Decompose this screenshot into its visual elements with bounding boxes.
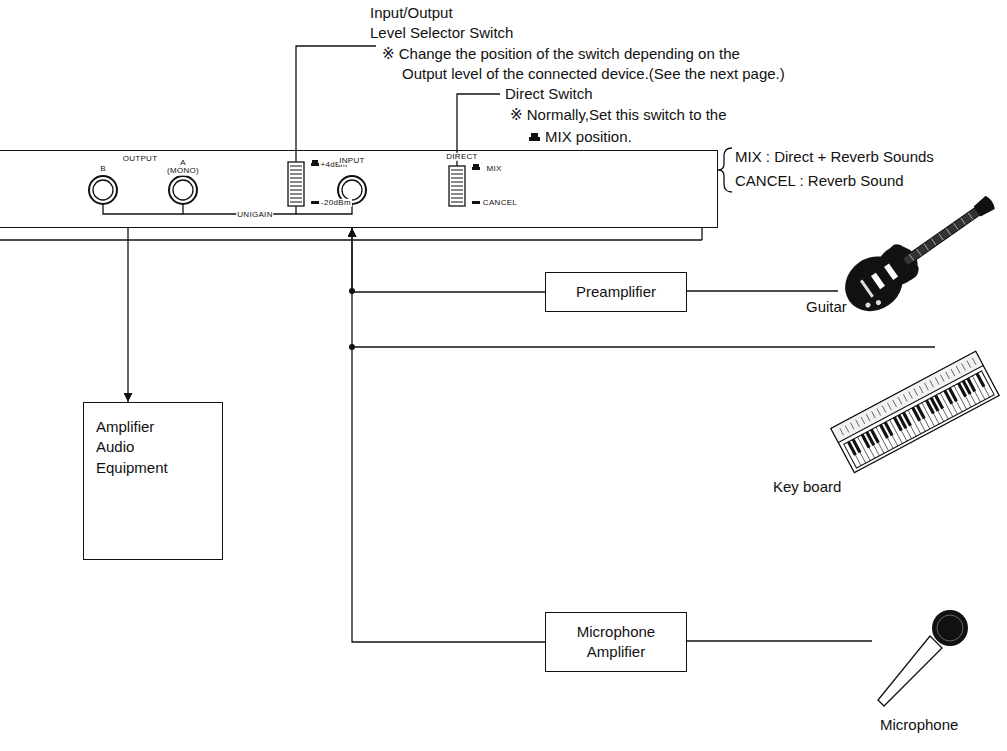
signal-line bbox=[352, 346, 935, 347]
callout-text: ※ Change the position of the switch depe… bbox=[382, 45, 740, 63]
panel-marking: A (MONO) bbox=[165, 159, 201, 176]
callout-text: Input/Output bbox=[370, 4, 453, 22]
callout-text: Output level of the connected device.(Se… bbox=[402, 65, 785, 83]
callout-text: MIX : Direct + Reverb Sounds bbox=[735, 148, 934, 166]
callout-text: CANCEL : Reverb Sound bbox=[735, 172, 904, 190]
instrument-label: Microphone bbox=[880, 716, 958, 734]
callout-text: Level Selector Switch bbox=[370, 24, 513, 42]
instrument-label: Guitar bbox=[806, 298, 847, 316]
switch-symbols bbox=[311, 133, 540, 350]
switch-symbol bbox=[473, 164, 479, 167]
signal-connector bbox=[352, 228, 545, 292]
panel-marking: MIX bbox=[485, 165, 502, 173]
unigain-bracket bbox=[103, 204, 352, 214]
switch-symbol bbox=[312, 160, 318, 163]
panel-marking: -20dBm bbox=[320, 199, 352, 207]
switch-symbol bbox=[531, 133, 538, 137]
switch-symbol bbox=[529, 137, 540, 141]
signal-connector bbox=[127, 228, 128, 402]
device-box: Preamplifier bbox=[545, 272, 687, 312]
callout-text: MIX position. bbox=[545, 128, 632, 146]
jack bbox=[342, 180, 362, 200]
jack bbox=[169, 176, 197, 204]
unigain-bracket bbox=[182, 204, 183, 214]
switch-ridges bbox=[290, 166, 463, 202]
box-label: Amplifier Audio Equipment bbox=[96, 417, 186, 478]
jack bbox=[93, 180, 113, 200]
slide-switch bbox=[288, 162, 304, 206]
signal-line bbox=[687, 290, 838, 291]
switch-symbol bbox=[311, 201, 319, 204]
guitar-drawing bbox=[834, 180, 1006, 322]
jack bbox=[173, 180, 193, 200]
leader-line bbox=[296, 46, 376, 162]
box-label: Preamplifier bbox=[554, 282, 678, 302]
microphone-drawing bbox=[878, 610, 968, 706]
panel-marking: DIRECT bbox=[445, 153, 479, 161]
box-label: Microphone Amplifier bbox=[564, 622, 668, 663]
callout-text: Direct Switch bbox=[505, 85, 593, 103]
instrument-label: Key board bbox=[773, 478, 841, 496]
device-panel: OUTPUTBA (MONO)+4dBm-20dBmUNIGAININPUTDI… bbox=[0, 150, 718, 228]
panel-marking: OUTPUT bbox=[122, 155, 159, 163]
panel-marking: UNIGAIN bbox=[236, 211, 273, 219]
unigain-bracket bbox=[295, 206, 296, 214]
callout-text: ※ Normally,Set this switch to the bbox=[510, 106, 727, 124]
device-box: Microphone Amplifier bbox=[545, 612, 687, 672]
panel-lip bbox=[701, 228, 702, 240]
device-box: Amplifier Audio Equipment bbox=[83, 402, 223, 560]
switch-symbol bbox=[472, 167, 480, 170]
signal-line bbox=[687, 640, 872, 641]
panel-marking: INPUT bbox=[338, 157, 366, 165]
switch-symbol bbox=[472, 201, 480, 204]
jack bbox=[89, 176, 117, 204]
brace bbox=[718, 148, 732, 192]
keyboard-drawing bbox=[831, 351, 999, 472]
panel-marking: B bbox=[99, 165, 107, 173]
switch-symbol bbox=[311, 163, 319, 166]
panel-art bbox=[0, 46, 935, 641]
panel-marking: CANCEL bbox=[482, 199, 518, 207]
signal-connector bbox=[352, 228, 545, 642]
slide-switch bbox=[449, 166, 465, 206]
panel-lip bbox=[0, 239, 702, 240]
